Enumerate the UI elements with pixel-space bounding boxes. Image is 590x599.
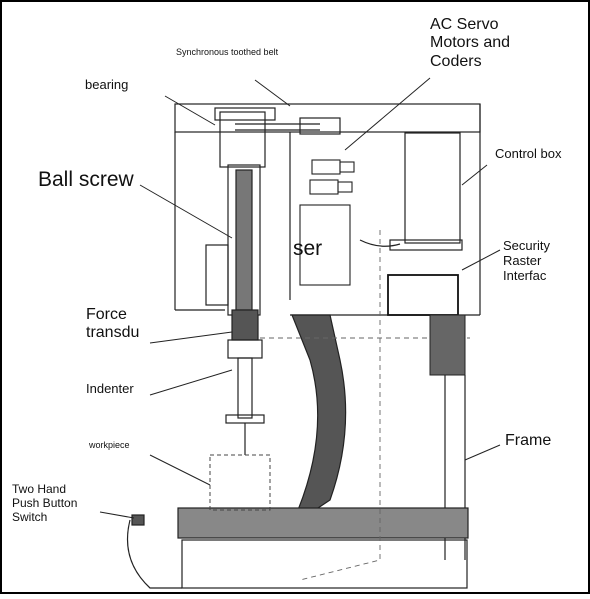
machine-base	[126, 507, 469, 589]
housing-outline	[174, 103, 481, 316]
workpiece-outline	[209, 454, 271, 511]
belt-drive	[214, 107, 341, 135]
label-ser: ser	[293, 237, 323, 260]
label-control-box: Control box	[495, 146, 562, 161]
security-raster-box	[387, 274, 459, 316]
leader-lines	[99, 77, 501, 519]
label-bearing: bearing	[85, 77, 129, 92]
label-workpiece: workpiece	[89, 440, 130, 450]
frame-c-arm	[291, 314, 466, 560]
label-force-transducer: Force transdu	[86, 306, 140, 342]
spindle-assembly	[205, 111, 266, 455]
label-synchronous-belt: Synchronous toothed belt	[176, 47, 279, 57]
servo-motors	[299, 159, 355, 286]
label-ball-screw: Ball screw	[38, 168, 134, 191]
label-frame: Frame	[505, 432, 552, 449]
control-box	[359, 132, 463, 251]
label-indenter: Indenter	[86, 381, 134, 396]
routing-lines	[260, 230, 470, 581]
label-ac-servo: AC Servo Motors and Coders	[430, 16, 511, 70]
label-two-hand-switch: Two Hand Push Button Switch	[12, 482, 78, 524]
label-security-raster: Security Raster Interfac	[503, 238, 550, 283]
